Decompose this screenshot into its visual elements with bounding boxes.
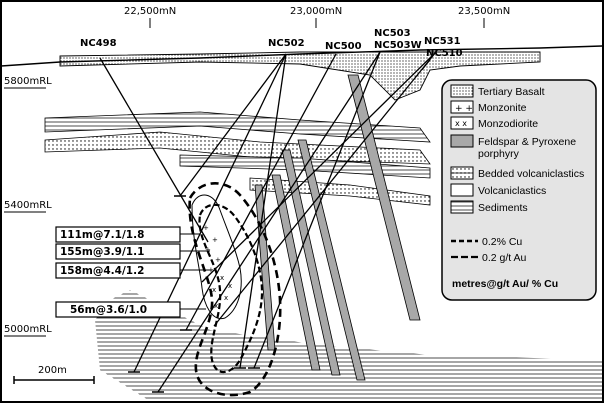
intercept-label: 111m@7.1/1.8 <box>60 229 144 241</box>
legend-item-label: Sediments <box>478 202 528 214</box>
svg-text:x: x <box>228 282 232 290</box>
intercept-label: 155m@3.9/1.1 <box>60 246 144 258</box>
svg-text:+: + <box>203 224 209 232</box>
legend-item-label: Tertiary Basalt <box>478 86 545 98</box>
drill-hole-nc502-b <box>239 53 287 369</box>
hole-labels: NC498 NC502 NC500 NC503 NC503W NC531 NC5… <box>80 28 463 71</box>
legend-panel <box>441 79 597 301</box>
sediments-unit <box>95 290 602 401</box>
northing-label: 23,000mN <box>290 6 342 17</box>
svg-text:+ +: + + <box>455 104 473 114</box>
legend-swatch-volcaniclastics <box>450 183 474 197</box>
legend-item-label: Monzodiorite <box>478 118 538 130</box>
intercept-annotations: 111m@7.1/1.8 155m@3.9/1.1 158m@4.4/1.2 5… <box>55 226 212 318</box>
elevation-axis: 5800mRL 5400mRL 5000mRL <box>4 76 52 337</box>
elevation-label: 5400mRL <box>4 200 52 211</box>
contour-au-0.2 <box>198 203 264 374</box>
ground-surface <box>0 45 603 67</box>
svg-text:+: + <box>205 246 211 254</box>
hole-label-nc503w: NC503W <box>374 40 422 51</box>
hole-label-nc498: NC498 <box>80 38 117 49</box>
scale-bar: 200m <box>13 365 95 384</box>
hole-label-nc502: NC502 <box>268 38 305 49</box>
hole-label-nc510: NC510 <box>426 48 463 59</box>
svg-text:x: x <box>212 286 216 294</box>
legend-item-label: Feldspar & Pyroxene <box>478 136 576 148</box>
drill-hole-nc510 <box>213 51 437 327</box>
legend-item-label: Bedded volcaniclastics <box>478 168 584 180</box>
drill-hole-nc502-c <box>133 53 287 373</box>
legend-contour-au: 0.2 g/t Au <box>482 252 527 264</box>
legend-swatch-porphyry <box>450 134 474 148</box>
intercept-label: 158m@4.4/1.2 <box>60 265 144 277</box>
svg-text:x: x <box>224 294 228 302</box>
hole-label-nc531: NC531 <box>424 36 461 47</box>
legend-swatch-monzodiorite <box>450 116 474 130</box>
intercept-label: 56m@3.6/1.0 <box>70 304 147 316</box>
drill-hole-nc500 <box>185 53 337 331</box>
elevation-label: 5800mRL <box>4 76 52 87</box>
legend-swatch-sediments <box>450 200 474 214</box>
hole-end-ticks <box>128 195 260 393</box>
drill-hole-nc503w <box>157 51 381 393</box>
svg-text:x x: x x <box>455 119 467 128</box>
legend-item-label: porphyry <box>478 148 520 160</box>
porphyry-dyke <box>347 74 421 321</box>
legend-item-label: Volcaniclastics <box>478 185 546 197</box>
bedded-volcaniclastics-band <box>44 131 431 165</box>
bedded-volcaniclastics-band <box>44 111 431 143</box>
svg-text:+: + <box>212 236 218 244</box>
legend-units: metres@g/t Au/ % Cu <box>452 278 558 290</box>
drill-holes <box>99 51 437 393</box>
svg-text:x: x <box>220 274 224 282</box>
legend-item-label: Monzonite <box>478 102 527 114</box>
legend-swatch-monzonite <box>450 100 474 114</box>
northing-label: 23,500mN <box>458 6 510 17</box>
northing-axis: 22,500mN 23,000mN 23,500mN <box>124 6 510 28</box>
legend: Tertiary Basalt + + Monzonite x x Monzod… <box>441 79 597 301</box>
svg-text:x: x <box>214 302 218 310</box>
porphyry-dyke <box>271 174 321 371</box>
drill-hole-nc498 <box>99 57 209 243</box>
contour-cu-0.2 <box>188 182 282 397</box>
hole-label-nc500: NC500 <box>325 41 362 52</box>
svg-text:+: + <box>215 256 221 264</box>
legend-contour-cu: 0.2% Cu <box>482 236 522 248</box>
porphyry-dyke <box>297 139 366 381</box>
scale-bar-label: 200m <box>38 365 67 376</box>
legend-swatch-basalt <box>450 84 474 98</box>
elevation-label: 5000mRL <box>4 324 52 335</box>
drill-hole-nc502-a <box>179 53 287 197</box>
northing-label: 22,500mN <box>124 6 176 17</box>
porphyry-dyke <box>281 149 341 376</box>
drill-hole-nc503 <box>253 51 381 369</box>
drill-hole-nc531 <box>201 51 437 283</box>
hole-label-nc503: NC503 <box>374 28 411 39</box>
